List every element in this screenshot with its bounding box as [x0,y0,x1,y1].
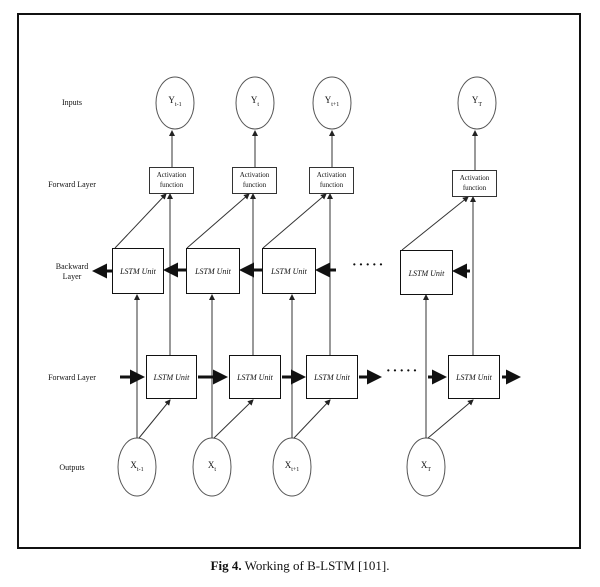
x-label-3: Xt+1 [284,460,300,473]
forward-lstm-unit-3: LSTM Unit [306,355,358,399]
bwd-to-act-4 [401,196,469,251]
activation-box-2: Activation function [232,167,277,194]
b-lstm-diagram [92,76,521,497]
x-label-1: Xt-1 [130,460,144,473]
activation-box-4: Activation function [452,170,497,197]
forward-lstm-unit-4: LSTM Unit [448,355,500,399]
bwd-to-act-2 [186,193,250,249]
y-node-3 [312,76,352,130]
activation-box-3: Activation function [309,167,354,194]
bwd-to-act-3 [262,193,327,249]
y-label-3: Yt+1 [324,95,340,108]
y-label-2: Yt [250,95,260,108]
row-label-backward-text: Backward Layer [55,262,89,281]
backward-lstm-unit-1: LSTM Unit [112,248,164,294]
caption-bold: Fig 4. [210,558,242,573]
y-node-1 [155,76,195,130]
forward-lstm-unit-1: LSTM Unit [146,355,197,399]
y-node-2 [235,76,275,130]
caption-text: Working of B-LSTM [101]. [241,558,390,573]
x-to-fwd-3 [293,399,331,439]
backward-lstm-unit-4: LSTM Unit [400,250,453,295]
activation-box-1: Activation function [149,167,194,194]
x-to-fwd-1 [138,399,171,439]
y-label-4: YT [471,95,483,108]
backward-lstm-unit-3: LSTM Unit [262,248,316,294]
row-label-forward-top: Forward Layer [48,180,96,189]
backward-lstm-unit-2: LSTM Unit [186,248,240,294]
forward-lstm-unit-2: LSTM Unit [229,355,281,399]
bwd-to-act-1 [114,193,167,249]
y-label-1: Yt-1 [168,95,182,108]
y-node-4 [457,76,497,130]
x-to-fwd-2 [213,399,254,439]
x-to-fwd-4 [427,399,474,439]
forward-ellipsis: ····· [386,364,420,379]
figure-caption: Fig 4. Working of B-LSTM [101]. [0,558,600,574]
backward-ellipsis: ····· [352,258,386,273]
row-label-backward: Backward Layer [37,262,107,282]
row-label-inputs: Inputs [62,98,82,107]
x-label-4: XT [420,460,432,473]
figure-frame [17,13,581,549]
row-label-outputs: Outputs [59,463,85,472]
x-label-2: Xt [207,460,217,473]
row-label-forward-bottom: Forward Layer [48,373,96,382]
